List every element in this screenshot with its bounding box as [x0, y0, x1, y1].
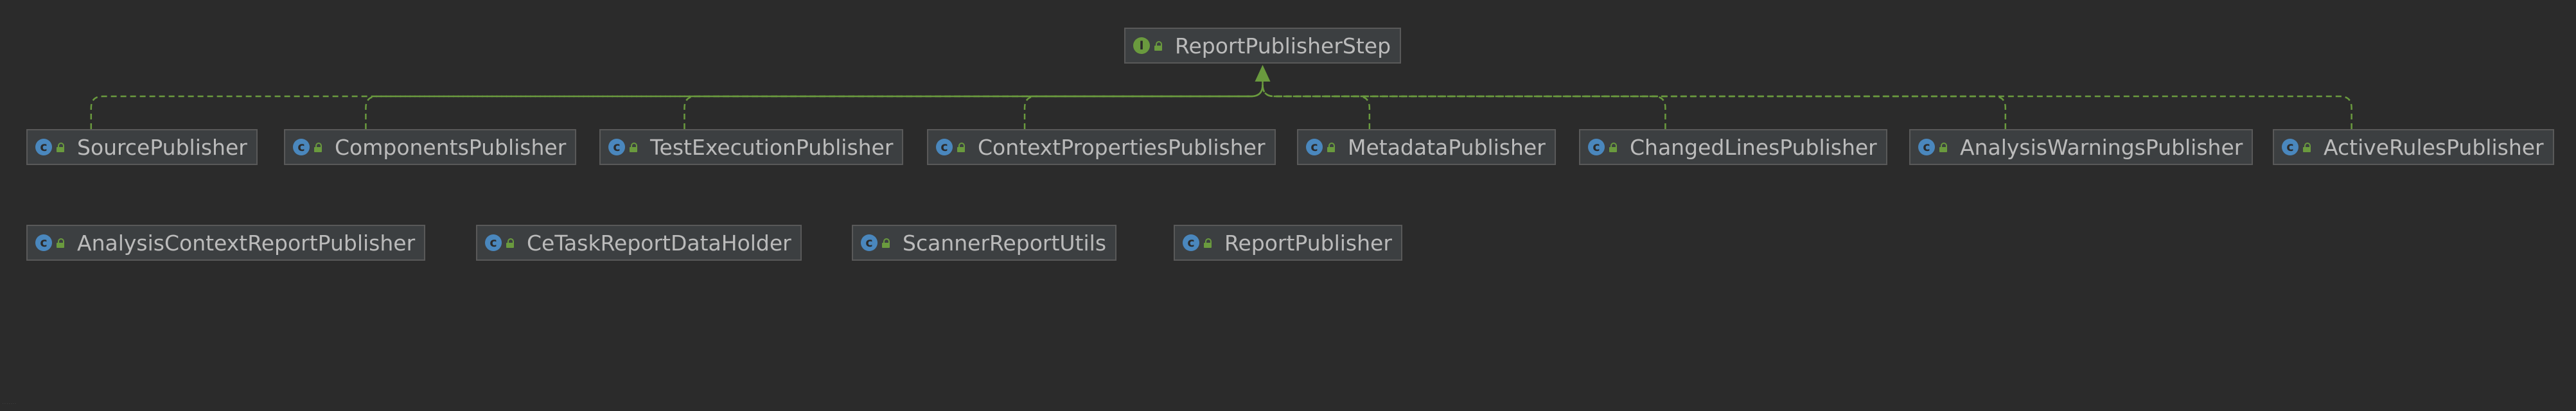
class-icon: c: [35, 234, 52, 251]
node-label: ReportPublisherStep: [1175, 33, 1391, 58]
node-label: SourcePublisher: [77, 134, 247, 160]
class-icon: c: [1918, 139, 1935, 155]
node-label: ContextPropertiesPublisher: [978, 134, 1266, 160]
lock-icon: [630, 143, 637, 152]
node-label: ReportPublisher: [1224, 230, 1392, 256]
lock-icon: [1327, 143, 1335, 152]
edge-context-properties-publisher: [1023, 84, 1264, 129]
edge-source-publisher: [90, 84, 1264, 129]
lock-icon: [1154, 41, 1162, 51]
lock-icon: [57, 238, 64, 248]
class-icon: c: [1306, 139, 1323, 155]
lock-icon: [506, 238, 514, 248]
node-context-properties-publisher[interactable]: c ContextPropertiesPublisher: [927, 129, 1276, 165]
node-label: AnalysisWarningsPublisher: [1960, 134, 2243, 160]
lock-icon: [1609, 143, 1617, 152]
class-icon: c: [1588, 139, 1605, 155]
lock-icon: [882, 238, 890, 248]
corner-watermark: · · · · · · ·: [3, 402, 16, 406]
lock-icon: [1939, 143, 1947, 152]
class-icon: c: [2282, 139, 2298, 155]
node-label: ComponentsPublisher: [335, 134, 567, 160]
implements-arrowhead: [1255, 65, 1271, 82]
node-scanner-report-utils[interactable]: c ScannerReportUtils: [852, 225, 1117, 261]
node-label: ActiveRulesPublisher: [2324, 134, 2544, 160]
node-ce-task-report-data-holder[interactable]: c CeTaskReportDataHolder: [476, 225, 802, 261]
class-icon: c: [293, 139, 310, 155]
node-test-execution-publisher[interactable]: c TestExecutionPublisher: [599, 129, 904, 165]
class-icon: c: [35, 139, 52, 155]
class-icon: c: [861, 234, 878, 251]
edge-changed-lines-publisher: [1262, 84, 1666, 129]
class-icon: c: [485, 234, 502, 251]
edge-active-rules-publisher: [1262, 84, 2352, 129]
node-label: CeTaskReportDataHolder: [527, 230, 791, 256]
lock-icon: [2303, 143, 2311, 152]
edge-test-execution-publisher: [684, 84, 1264, 129]
lock-icon: [314, 143, 322, 152]
node-active-rules-publisher[interactable]: c ActiveRulesPublisher: [2273, 129, 2554, 165]
node-metadata-publisher[interactable]: c MetadataPublisher: [1297, 129, 1556, 165]
node-label: MetadataPublisher: [1348, 134, 1546, 160]
edge-analysis-warnings-publisher: [1262, 84, 2007, 129]
lock-icon: [1204, 238, 1212, 248]
interface-icon: I: [1133, 37, 1150, 54]
node-components-publisher[interactable]: c ComponentsPublisher: [284, 129, 577, 165]
node-label: TestExecutionPublisher: [650, 134, 894, 160]
class-icon: c: [608, 139, 625, 155]
node-analysis-context-report-publisher[interactable]: c AnalysisContextReportPublisher: [26, 225, 426, 261]
node-changed-lines-publisher[interactable]: c ChangedLinesPublisher: [1579, 129, 1887, 165]
class-icon: c: [936, 139, 953, 155]
edge-metadata-publisher: [1262, 84, 1371, 129]
class-icon: c: [1183, 234, 1199, 251]
node-report-publisher[interactable]: c ReportPublisher: [1174, 225, 1402, 261]
lock-icon: [57, 143, 64, 152]
node-label: AnalysisContextReportPublisher: [77, 230, 416, 256]
lock-icon: [957, 143, 965, 152]
node-report-publisher-step[interactable]: I ReportPublisherStep: [1124, 28, 1402, 64]
node-label: ChangedLinesPublisher: [1630, 134, 1877, 160]
edge-components-publisher: [365, 84, 1264, 129]
node-label: ScannerReportUtils: [903, 230, 1107, 256]
node-source-publisher[interactable]: c SourcePublisher: [26, 129, 258, 165]
node-analysis-warnings-publisher[interactable]: c AnalysisWarningsPublisher: [1909, 129, 2254, 165]
